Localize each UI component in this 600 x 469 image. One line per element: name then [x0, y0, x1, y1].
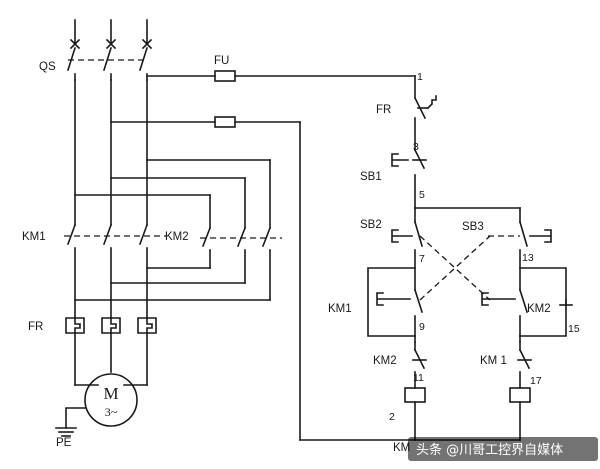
km1-interlock-contact	[517, 341, 532, 389]
km2-coil	[509, 387, 531, 403]
km1-interlock-label: KM 1	[480, 355, 507, 367]
node-9: 9	[419, 321, 425, 333]
fu-label: FU	[214, 55, 229, 67]
qs-label: QS	[39, 61, 56, 73]
km1-main-contacts	[64, 223, 166, 319]
motor-phase-label: 3~	[105, 405, 118, 419]
pe-ground	[55, 407, 86, 437]
km2-interlock-contact	[412, 341, 427, 389]
coils	[404, 387, 531, 441]
sb2-start-button	[391, 207, 423, 291]
motor: M 3~	[74, 373, 148, 427]
fr-control-label: FR	[376, 104, 391, 116]
node-17: 17	[530, 375, 542, 387]
fr-thermal-elements	[65, 317, 157, 386]
watermark-text: 头条 @川哥工控界自媒体	[416, 442, 563, 458]
node-3: 3	[413, 141, 419, 153]
fuse-fu	[110, 70, 416, 441]
km1-hold-label: KM1	[328, 303, 352, 315]
node-2: 2	[389, 411, 395, 423]
node-15: 15	[568, 323, 580, 335]
motor-label: M	[103, 384, 118, 403]
sb1-label: SB1	[360, 171, 382, 183]
sb2-label: SB2	[360, 219, 382, 231]
km2-main-contacts	[74, 226, 282, 301]
km2-hold-label: KM2	[527, 303, 551, 315]
node-7: 7	[419, 253, 425, 265]
sb1-stop-button	[391, 148, 521, 209]
fr-control-contact	[413, 75, 437, 151]
sb3-start-button	[488, 207, 552, 291]
node-numbers: 1 3 5 7 9 11 2 13 15 17	[389, 71, 580, 423]
km2-holding-contact	[481, 267, 573, 343]
km-bottom-label: KM	[393, 442, 410, 454]
km2-branch-wires	[74, 159, 271, 229]
node-5: 5	[419, 189, 425, 201]
component-labels: QS FU KM1 KM2 FR FR SB1 SB2 SB3 KM1 KM2 …	[22, 55, 551, 454]
phase-lines	[74, 79, 148, 226]
node-1: 1	[417, 71, 423, 83]
km1-main-label: KM1	[22, 231, 46, 243]
watermark: 头条 @川哥工控界自媒体	[408, 437, 598, 461]
sb3-label: SB3	[462, 221, 484, 233]
node-11: 11	[413, 372, 424, 384]
pe-label: PE	[56, 437, 72, 449]
km2-interlock-label: KM2	[373, 355, 397, 367]
node-13: 13	[522, 252, 534, 264]
km1-coil	[404, 387, 426, 403]
interlock-cross	[419, 235, 491, 301]
km2-main-label: KM2	[165, 231, 189, 243]
km1-holding-contact	[367, 267, 424, 343]
qs-switch	[66, 19, 153, 81]
fr-main-label: FR	[28, 321, 43, 333]
